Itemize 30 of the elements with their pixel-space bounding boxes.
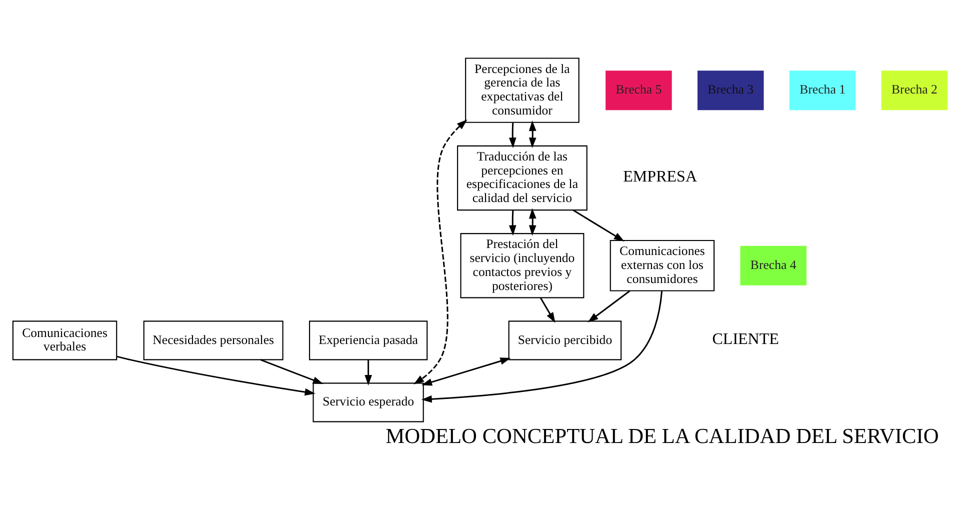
arrow (508, 210, 516, 236)
arrow (422, 357, 511, 386)
arrow (540, 297, 556, 322)
arrow (364, 359, 372, 385)
arrow (528, 120, 536, 148)
node-box: Brecha 2 (881, 70, 948, 110)
node-box: Brecha 1 (789, 70, 856, 110)
node-box: Comunicaciones verbales (12, 320, 118, 360)
node-box: Experiencia pasada (309, 320, 428, 360)
node-box: Traducción de las percepciones en especificaciones de la calidad del servicio (457, 144, 588, 210)
node-box: Brecha 3 (698, 70, 764, 110)
arrow (260, 358, 324, 384)
arrow (508, 122, 516, 148)
arrow (116, 355, 316, 396)
arrow (588, 290, 630, 322)
node-box: Servicio esperado (312, 382, 424, 422)
diagram-title: MODELO CONCEPTUAL DE LA CALIDAD DEL SERVICIO (386, 424, 939, 448)
label: CLIENTE (712, 330, 779, 348)
node-box: Servicio percibido (508, 320, 622, 360)
label: EMPRESA (623, 168, 698, 186)
node-box: Necesidades personales (143, 320, 284, 360)
node-box: Brecha 5 (606, 70, 672, 110)
arrow (421, 290, 663, 402)
node-box: Prestación del servicio (incluyendo contactos previos y posteriores) (460, 232, 584, 298)
arrow (528, 208, 536, 236)
node-box: Comunicaciones externas con los consumidores (610, 239, 715, 291)
arrow (572, 209, 624, 241)
node-box: Percepciones de la gerencia de las expectativas del consumidor (465, 57, 580, 122)
arrow (414, 119, 468, 384)
node-box: Brecha 4 (740, 245, 807, 285)
